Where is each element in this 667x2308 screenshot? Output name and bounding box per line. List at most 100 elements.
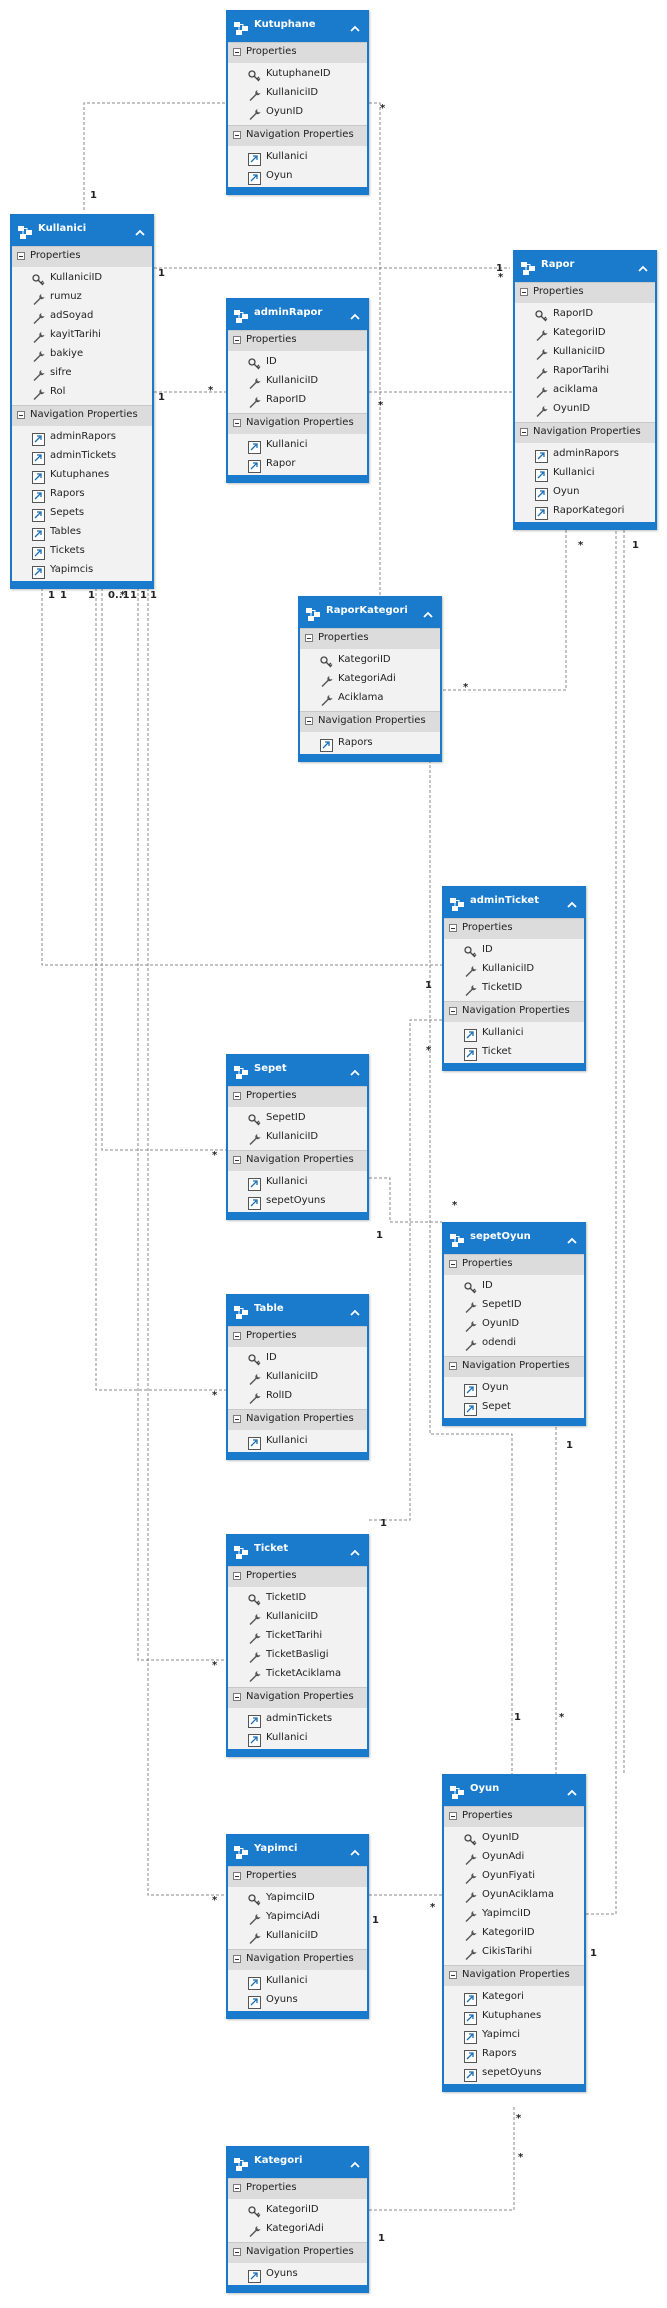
section-toggle-icon[interactable] [305, 717, 313, 725]
section-toggle-icon[interactable] [233, 336, 241, 344]
navigation-row[interactable]: Oyun [515, 483, 655, 502]
navigation-row[interactable]: Kullanici [228, 1173, 367, 1192]
section-toggle-icon[interactable] [233, 1693, 241, 1701]
section-toggle-icon[interactable] [17, 411, 25, 419]
navigation-row[interactable]: Oyuns [228, 2265, 367, 2284]
section-toggle-icon[interactable] [449, 1362, 457, 1370]
navigation-row[interactable]: Rapors [444, 2045, 584, 2064]
property-row[interactable]: RolID [228, 1387, 367, 1406]
collapse-icon[interactable] [566, 896, 578, 908]
properties-header[interactable]: Properties [12, 246, 152, 267]
section-toggle-icon[interactable] [233, 1872, 241, 1880]
property-row[interactable]: KategoriID [300, 651, 440, 670]
property-row[interactable]: KullaniciID [228, 1608, 367, 1627]
navigation-row[interactable]: Kullanici [228, 1972, 367, 1991]
navigation-header[interactable]: Navigation Properties [444, 1965, 584, 1986]
section-toggle-icon[interactable] [233, 419, 241, 427]
navigation-row[interactable]: adminTickets [12, 447, 152, 466]
association-line[interactable] [442, 530, 567, 691]
navigation-row[interactable]: Kategori [444, 1988, 584, 2007]
property-row[interactable]: odendi [444, 1334, 584, 1353]
properties-header[interactable]: Properties [228, 2178, 367, 2199]
properties-header[interactable]: Properties [444, 1806, 584, 1827]
entity-header[interactable]: Rapor [515, 252, 655, 282]
property-row[interactable]: ID [444, 1277, 584, 1296]
property-row[interactable]: CikisTarihi [444, 1943, 584, 1962]
property-row[interactable]: RaporID [515, 305, 655, 324]
property-row[interactable]: KullaniciID [228, 1128, 367, 1147]
property-row[interactable]: YapimciID [228, 1889, 367, 1908]
property-row[interactable]: TicketAciklama [228, 1665, 367, 1684]
entity-header[interactable]: Kutuphane [228, 12, 367, 42]
navigation-row[interactable]: Kullanici [228, 436, 367, 455]
collapse-icon[interactable] [134, 224, 146, 236]
association-line[interactable] [95, 588, 226, 1391]
property-row[interactable]: KullaniciID [515, 343, 655, 362]
property-row[interactable]: adSoyad [12, 307, 152, 326]
entity-header[interactable]: adminTicket [444, 888, 584, 918]
collapse-icon[interactable] [566, 1232, 578, 1244]
property-row[interactable]: aciklama [515, 381, 655, 400]
property-row[interactable]: YapimciID [444, 1905, 584, 1924]
property-row[interactable]: KategoriAdi [300, 670, 440, 689]
section-toggle-icon[interactable] [233, 1092, 241, 1100]
property-row[interactable]: SepetID [228, 1109, 367, 1128]
property-row[interactable]: OyunID [515, 400, 655, 419]
property-row[interactable]: KategoriID [515, 324, 655, 343]
collapse-icon[interactable] [349, 20, 361, 32]
property-row[interactable]: OyunID [444, 1829, 584, 1848]
navigation-row[interactable]: Yapimci [444, 2026, 584, 2045]
property-row[interactable]: ID [228, 1349, 367, 1368]
property-row[interactable]: Aciklama [300, 689, 440, 708]
collapse-icon[interactable] [422, 606, 434, 618]
collapse-icon[interactable] [637, 260, 649, 272]
section-toggle-icon[interactable] [449, 1260, 457, 1268]
navigation-row[interactable]: Oyun [228, 167, 367, 186]
property-row[interactable]: rumuz [12, 288, 152, 307]
navigation-header[interactable]: Navigation Properties [300, 711, 440, 732]
entity-header[interactable]: Table [228, 1296, 367, 1326]
navigation-row[interactable]: adminRapors [12, 428, 152, 447]
association-line[interactable] [147, 588, 226, 1896]
property-row[interactable]: KategoriID [228, 2201, 367, 2220]
navigation-row[interactable]: Kullanici [228, 1729, 367, 1748]
navigation-row[interactable]: Kullanici [515, 464, 655, 483]
property-row[interactable]: sifre [12, 364, 152, 383]
section-toggle-icon[interactable] [233, 1332, 241, 1340]
section-toggle-icon[interactable] [233, 48, 241, 56]
properties-header[interactable]: Properties [228, 42, 367, 63]
section-toggle-icon[interactable] [233, 2184, 241, 2192]
section-toggle-icon[interactable] [520, 428, 528, 436]
property-row[interactable]: KategoriID [444, 1924, 584, 1943]
section-toggle-icon[interactable] [233, 1156, 241, 1164]
association-line[interactable] [586, 530, 617, 1915]
section-toggle-icon[interactable] [520, 288, 528, 296]
section-toggle-icon[interactable] [233, 1955, 241, 1963]
property-row[interactable]: bakiye [12, 345, 152, 364]
navigation-header[interactable]: Navigation Properties [228, 125, 367, 146]
property-row[interactable]: KullaniciID [228, 372, 367, 391]
property-row[interactable]: OyunAciklama [444, 1886, 584, 1905]
property-row[interactable]: OyunID [444, 1315, 584, 1334]
entity-header[interactable]: Ticket [228, 1536, 367, 1566]
entity-header[interactable]: adminRapor [228, 300, 367, 330]
property-row[interactable]: OyunFiyati [444, 1867, 584, 1886]
navigation-row[interactable]: Kullanici [444, 1024, 584, 1043]
entity-header[interactable]: Kullanici [12, 216, 152, 246]
entity-header[interactable]: Oyun [444, 1776, 584, 1806]
section-toggle-icon[interactable] [233, 131, 241, 139]
collapse-icon[interactable] [566, 1784, 578, 1796]
section-toggle-icon[interactable] [233, 2248, 241, 2256]
property-row[interactable]: ID [444, 941, 584, 960]
navigation-row[interactable]: Rapors [12, 485, 152, 504]
association-line[interactable] [137, 588, 226, 1661]
properties-header[interactable]: Properties [228, 1566, 367, 1587]
property-row[interactable]: SepetID [444, 1296, 584, 1315]
collapse-icon[interactable] [349, 308, 361, 320]
